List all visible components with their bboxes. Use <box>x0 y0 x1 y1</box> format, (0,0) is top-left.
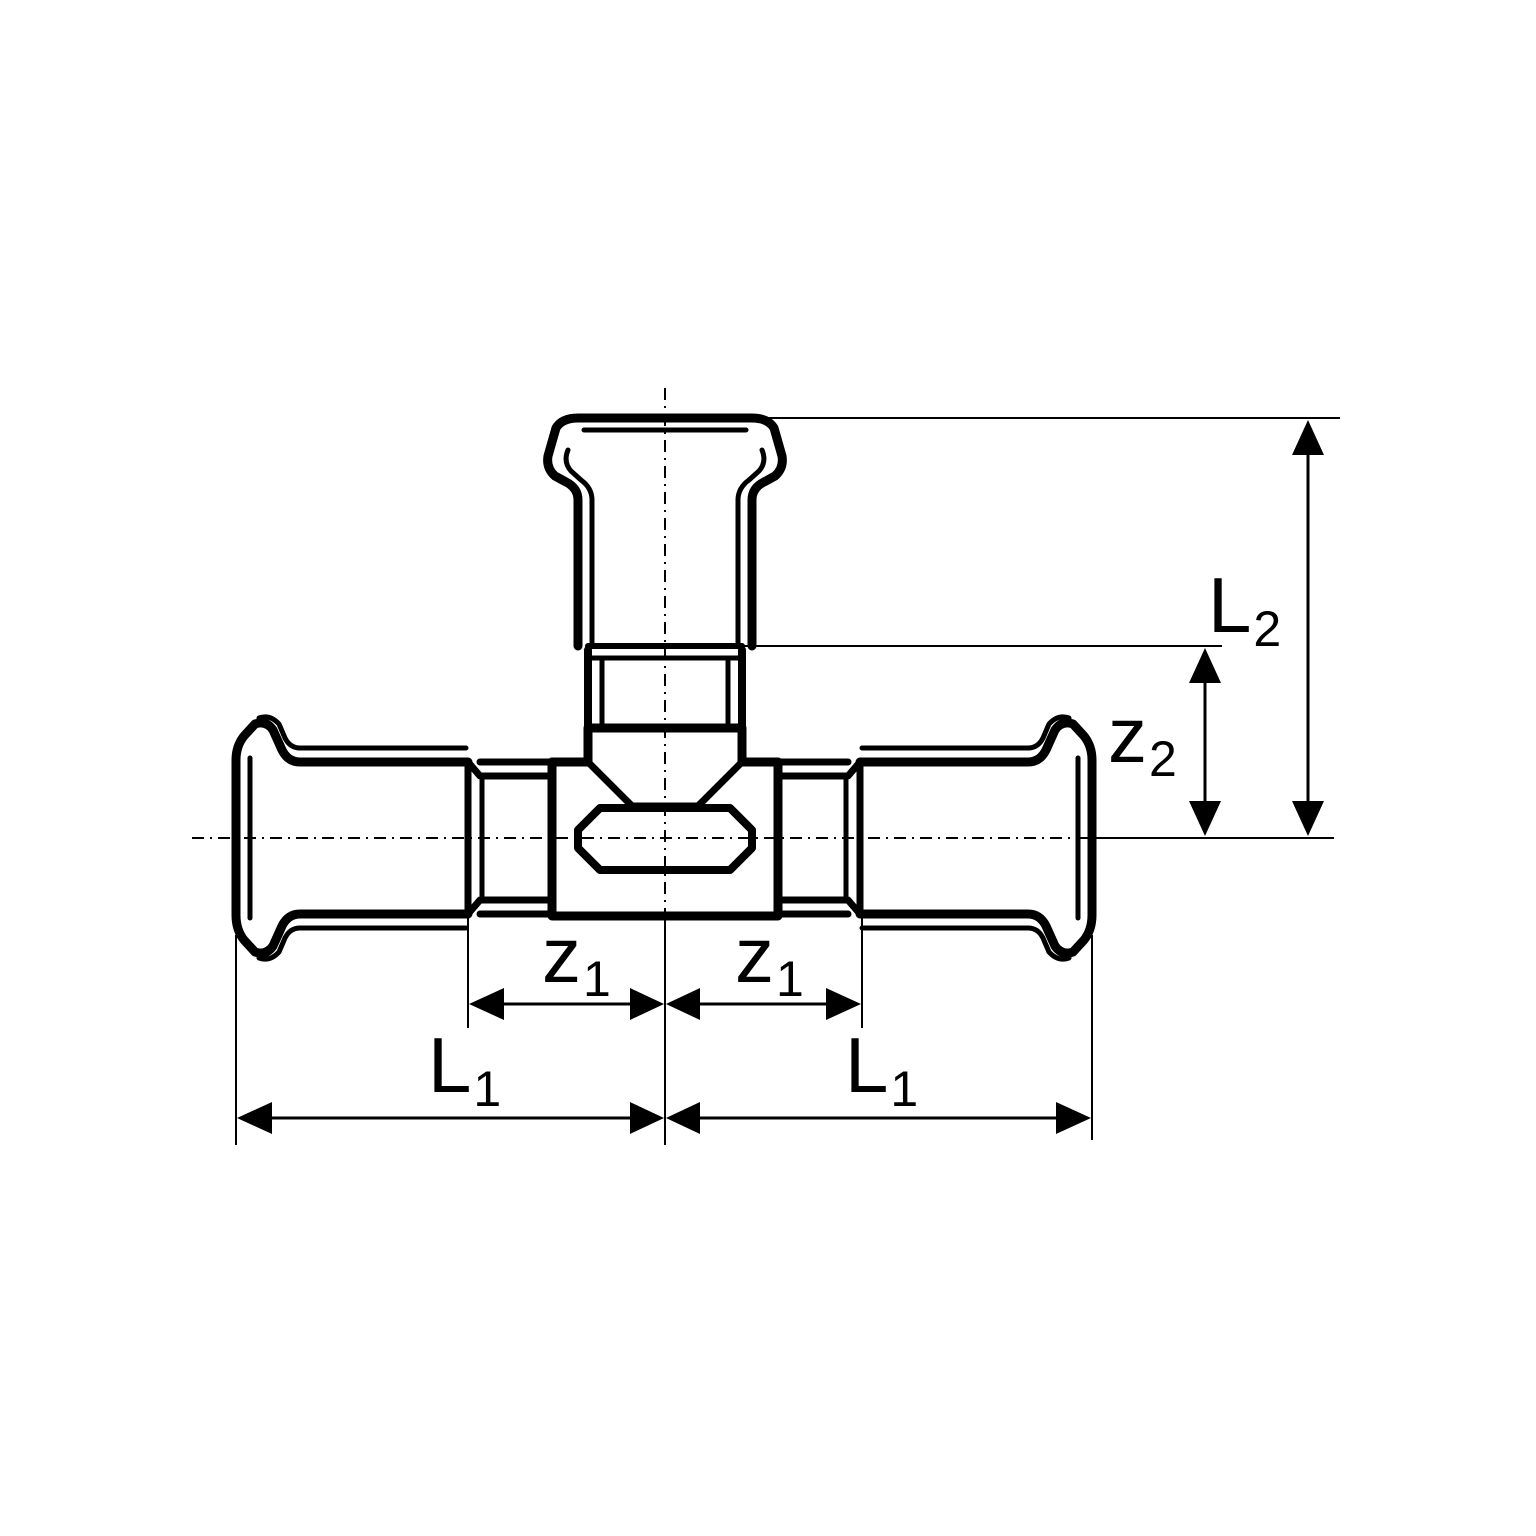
arrowhead <box>826 988 861 1020</box>
centerlines <box>192 388 1110 920</box>
tee-fitting-body <box>231 413 1097 962</box>
label-subscript: 2 <box>1253 601 1281 657</box>
label-main: z <box>735 911 774 999</box>
label-subscript: 1 <box>473 1061 501 1117</box>
label-z1-right: z1 <box>735 911 804 1007</box>
right-neck <box>773 757 864 919</box>
label-subscript: 1 <box>890 1061 918 1117</box>
left-socket <box>231 714 473 962</box>
left-neck <box>464 757 557 919</box>
label-subscript: 1 <box>583 951 611 1007</box>
arrowhead <box>1189 801 1221 836</box>
dimensioning <box>235 417 1340 1145</box>
arrowhead <box>666 988 700 1020</box>
label-subscript: 2 <box>1149 731 1177 787</box>
arrowhead <box>237 1102 272 1134</box>
label-subscript: 1 <box>776 951 804 1007</box>
arrowhead <box>1056 1102 1091 1134</box>
label-z2: z2 <box>1108 691 1177 787</box>
label-main: L <box>845 1021 888 1109</box>
central-body <box>547 723 783 921</box>
label-l2: L2 <box>1208 561 1281 657</box>
top-socket <box>543 413 787 651</box>
label-main: z <box>1108 691 1147 779</box>
arrowheads <box>237 420 1324 1134</box>
internal-passage <box>574 804 756 874</box>
arrowhead <box>1292 420 1324 455</box>
label-l1-right: L1 <box>845 1021 918 1117</box>
arrowhead <box>1292 801 1324 836</box>
label-l1-left: L1 <box>428 1021 501 1117</box>
label-main: L <box>1208 561 1251 649</box>
arrowhead <box>469 988 504 1020</box>
arrowhead <box>630 1102 664 1134</box>
dimension-labels: L1 L1 z1 z1 L2 z2 <box>428 561 1281 1117</box>
arrowhead <box>630 988 664 1020</box>
label-main: L <box>428 1021 471 1109</box>
label-z1-left: z1 <box>542 911 611 1007</box>
arrowhead <box>666 1102 700 1134</box>
right-socket <box>855 714 1097 962</box>
label-main: z <box>542 911 581 999</box>
arrowhead <box>1189 648 1221 683</box>
branch-neck <box>584 643 746 732</box>
